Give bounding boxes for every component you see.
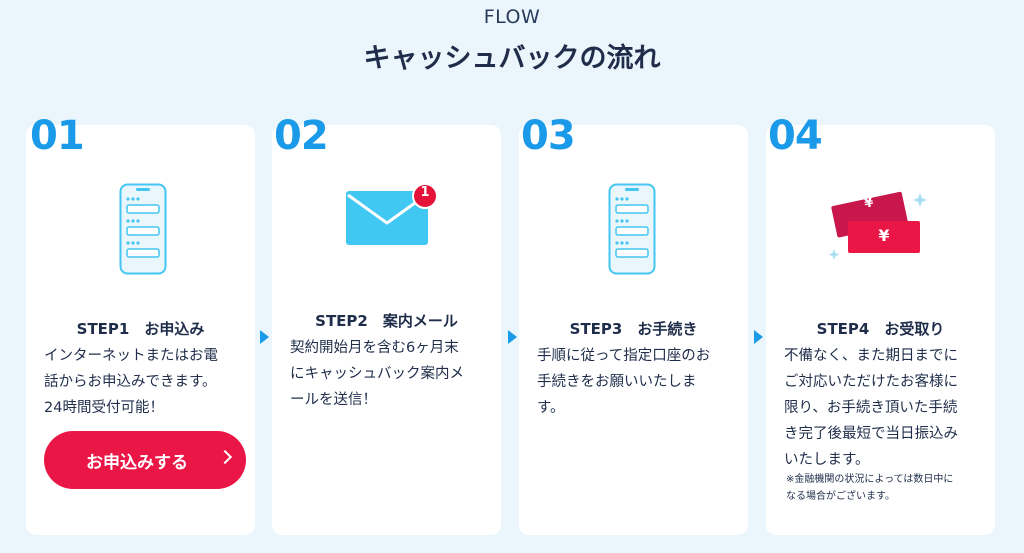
smartphone-form-icon	[119, 183, 167, 279]
step-card-2: 1 STEP2 案内メール 契約開始月を含む6ヶ月末 にキャッシュバック案内メ …	[272, 125, 501, 535]
step-4-desc-line: 限り、お手続き頂いた手続	[784, 400, 958, 416]
step-card-3: STEP3 お手続き 手順に従って指定口座のお 手続きをお願いいたしま す。	[519, 125, 748, 535]
step-2-description: 契約開始月を含む6ヶ月末 にキャッシュバック案内メ ールを送信！	[290, 335, 490, 413]
step-4-desc-line: いたします。	[784, 452, 870, 468]
apply-button[interactable]: お申込みする	[44, 431, 246, 489]
step-4-desc-line: 不備なく、また期日までに	[784, 348, 958, 364]
mail-notification-icon: 1	[344, 183, 442, 251]
yen-symbol: ¥	[878, 226, 890, 245]
step-3-title: STEP3 お手続き	[569, 320, 698, 338]
step-4-note-line: なる場合がございます。	[786, 491, 895, 502]
apply-button-label: お申込みする	[86, 452, 188, 473]
smartphone-form-icon	[608, 183, 656, 279]
step-3-desc-line: す。	[537, 400, 565, 416]
page-title: キャッシュバックの流れ	[363, 43, 661, 74]
step-1-desc-line: 話からお申込みできます。	[44, 374, 217, 390]
yen-bills-icon: ¥ ¥	[828, 187, 938, 267]
step-2-number: 02	[274, 113, 329, 159]
step-1-desc-line: 24時間受付可能！	[44, 400, 164, 416]
chevron-right-icon	[217, 449, 233, 465]
step-1-title: STEP1 お申込み	[76, 320, 205, 338]
step-1-description: インターネットまたはお電 話からお申込みできます。 24時間受付可能！	[44, 343, 244, 421]
step-2-desc-line: にキャッシュバック案内メ	[290, 366, 464, 382]
step-4-title: STEP4 お受取り	[816, 320, 945, 338]
step-2-desc-line: ールを送信！	[290, 392, 377, 408]
step-4-desc-line: き完了後最短で当日振込み	[784, 426, 958, 442]
notification-badge: 1	[420, 185, 430, 200]
step-1-number: 01	[30, 113, 85, 159]
arrow-right-icon	[508, 330, 517, 344]
step-3-desc-line: 手続きをお願いいたしま	[537, 374, 697, 390]
step-card-1: STEP1 お申込み インターネットまたはお電 話からお申込みできます。 24時…	[26, 125, 255, 535]
step-2-desc-line: 契約開始月を含む6ヶ月末	[290, 340, 459, 356]
step-card-4: ¥ ¥ STEP4 お受取り 不備なく、また期日までに ご対応いただけたお客様に…	[766, 125, 995, 535]
step-4-desc-line: ご対応いただけたお客様に	[784, 374, 958, 390]
step-4-note: ※金融機関の状況によっては数日中に なる場合がございます。	[786, 471, 986, 505]
arrow-right-icon	[260, 330, 269, 344]
step-3-number: 03	[521, 113, 576, 159]
step-4-number: 04	[768, 113, 823, 159]
step-4-note-line: ※金融機関の状況によっては数日中に	[786, 474, 954, 485]
arrow-right-icon	[754, 330, 763, 344]
step-4-description: 不備なく、また期日までに ご対応いただけたお客様に 限り、お手続き頂いた手続 き…	[784, 343, 984, 473]
step-3-desc-line: 手順に従って指定口座のお	[537, 348, 711, 364]
flow-eyebrow: FLOW	[483, 6, 541, 28]
step-2-title: STEP2 案内メール	[315, 312, 458, 330]
step-1-desc-line: インターネットまたはお電	[44, 348, 218, 364]
step-3-description: 手順に従って指定口座のお 手続きをお願いいたしま す。	[537, 343, 737, 421]
